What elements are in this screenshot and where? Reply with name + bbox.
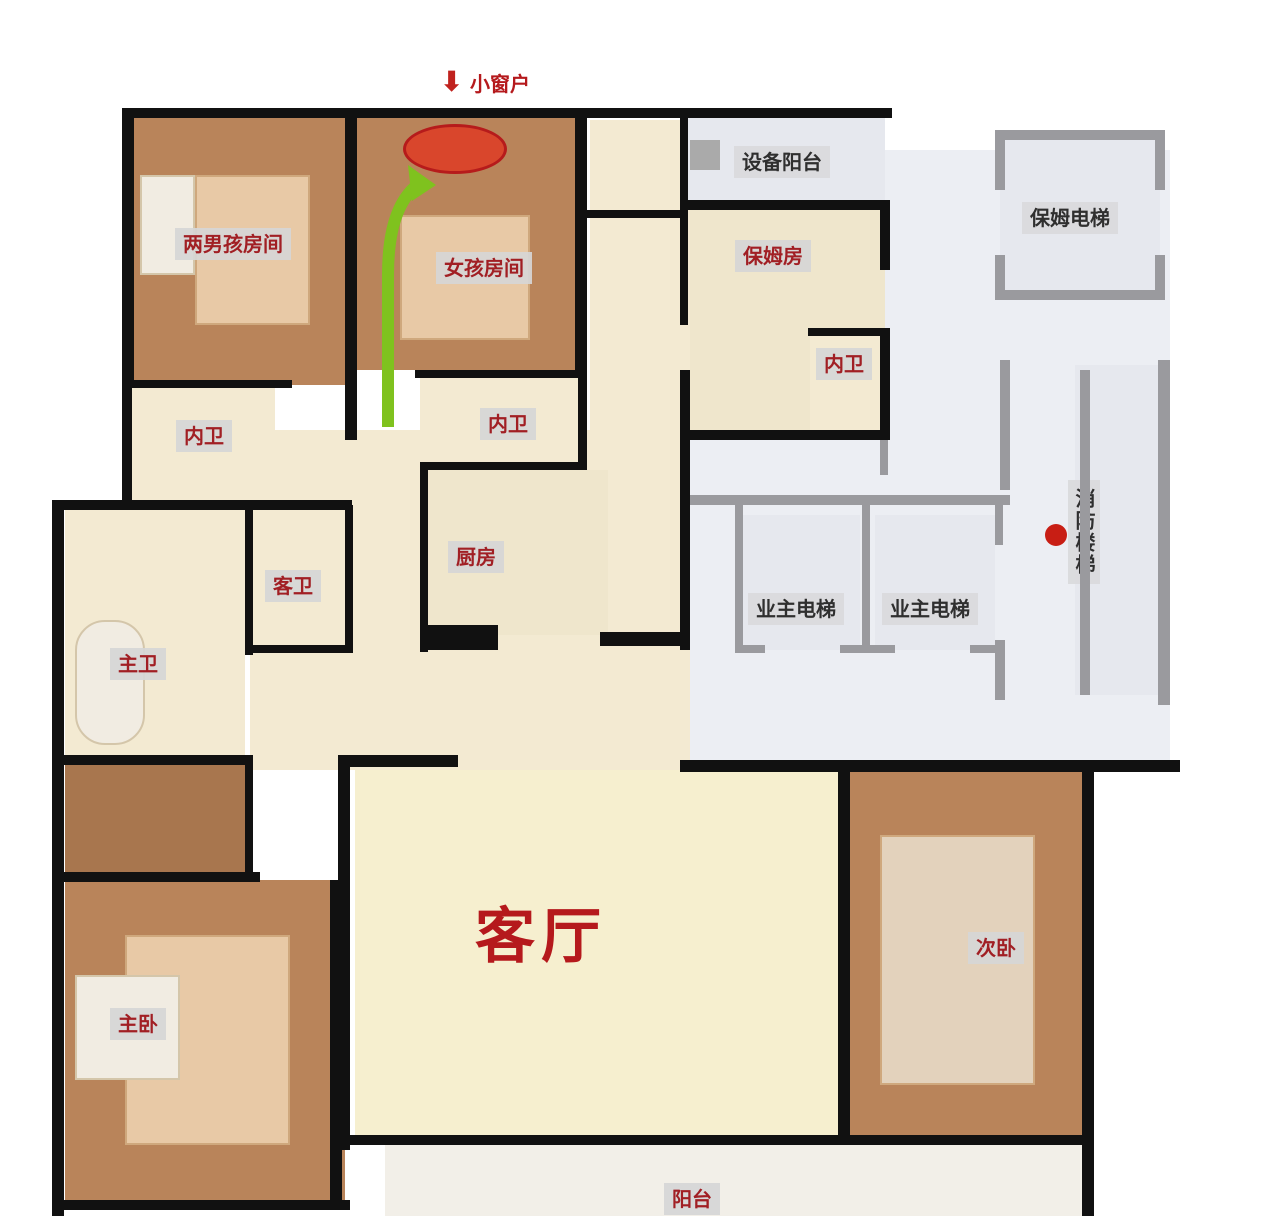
two-boys-room-label: 两男孩房间 [175, 228, 291, 260]
guest-bath-label: 客卫 [265, 570, 321, 602]
grey-wall [970, 645, 1000, 653]
wall [578, 370, 587, 470]
girl-bath-label: 内卫 [480, 408, 536, 440]
path-arrow-icon [382, 165, 436, 427]
wall [1082, 765, 1094, 1216]
wall [338, 755, 458, 767]
grey-wall [690, 495, 1010, 505]
wall [680, 760, 1180, 772]
nanny-elevator-label: 保姆电梯 [1022, 202, 1118, 234]
wall [52, 500, 352, 510]
wall [245, 755, 253, 880]
living-room-label: 客厅 [475, 902, 607, 972]
wall [600, 632, 685, 646]
master-bedroom-label: 主卧 [110, 1008, 166, 1040]
grey-wall [995, 255, 1005, 300]
wall [428, 625, 498, 650]
grey-wall [995, 640, 1005, 700]
arrow-down-icon: ⬇ [440, 65, 464, 98]
wall [52, 500, 64, 1216]
wall [575, 115, 587, 375]
wall [122, 108, 134, 388]
owner-elevator-2-label: 业主电梯 [882, 593, 978, 625]
window-label: 小窗户 [470, 72, 530, 96]
grey-wall [735, 505, 743, 650]
grey-wall [995, 505, 1003, 545]
master-bath-label: 主卫 [110, 648, 166, 680]
owner-elevator-1-label: 业主电梯 [748, 593, 844, 625]
owner-elevator-2 [875, 515, 995, 650]
wall [338, 755, 350, 1150]
wall [245, 505, 253, 655]
wall [60, 755, 250, 765]
grey-wall [995, 290, 1165, 300]
wall [350, 1135, 1090, 1145]
nanny-bath-label: 内卫 [816, 348, 872, 380]
wall [345, 505, 353, 653]
wall [880, 328, 890, 438]
wall [680, 200, 890, 210]
wall [415, 370, 587, 378]
wall [880, 200, 890, 270]
bathtub [75, 620, 145, 745]
girl-room-label: 女孩房间 [436, 252, 532, 284]
kitchen-label: 厨房 [448, 541, 504, 573]
door-marker-icon [1045, 524, 1067, 546]
wall [122, 380, 292, 388]
grey-wall [1158, 360, 1170, 705]
boys-bed-pillow [140, 175, 195, 275]
balcony-label: 阳台 [664, 1183, 720, 1215]
equipment-balcony-label: 设备阳台 [734, 146, 830, 178]
wall [808, 328, 890, 336]
grey-wall [862, 505, 870, 650]
grey-wall [880, 440, 888, 475]
wall [838, 765, 850, 1145]
window-marker [403, 124, 507, 174]
boys-bath-label: 内卫 [176, 420, 232, 452]
wall [122, 108, 892, 118]
grey-wall [995, 130, 1005, 190]
nanny-bath [810, 332, 885, 430]
grey-wall [1080, 370, 1090, 695]
wall [60, 872, 260, 882]
nanny-room-label: 保姆房 [735, 240, 811, 272]
wall [680, 370, 690, 650]
living-room [355, 770, 840, 1140]
wall [587, 210, 682, 218]
closet [65, 765, 245, 875]
wall [420, 462, 428, 652]
grey-wall [735, 645, 765, 653]
grey-wall [840, 645, 895, 653]
wall [122, 380, 132, 500]
grey-wall [1000, 360, 1010, 490]
wall [345, 115, 357, 440]
grey-wall [995, 130, 1165, 140]
wall [245, 645, 350, 653]
grey-wall [1155, 130, 1165, 190]
balcony [385, 1145, 1085, 1216]
second-bedroom-label: 次卧 [968, 932, 1024, 964]
wall [420, 462, 587, 470]
owner-elevator-1 [740, 515, 860, 650]
wall [688, 430, 890, 440]
equipment-square [690, 140, 720, 170]
grey-wall [1155, 255, 1165, 300]
wall [60, 1200, 350, 1210]
wall [680, 115, 688, 325]
